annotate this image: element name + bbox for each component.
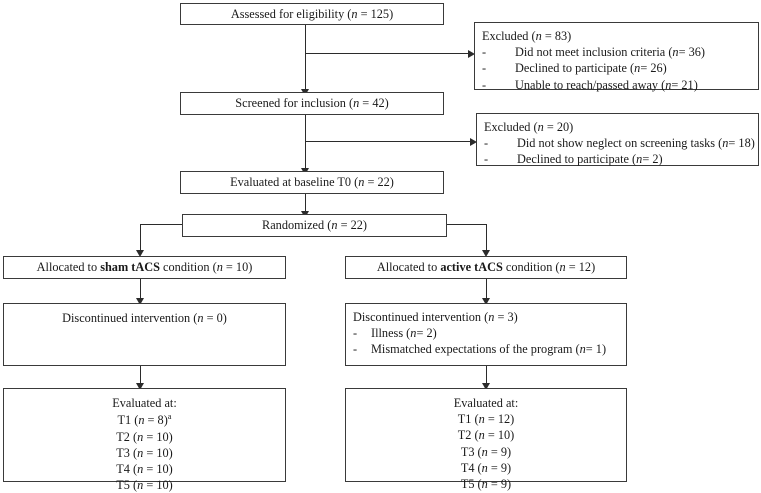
excluded2-heading: Excluded (n = 20) <box>484 120 574 134</box>
excluded1-item: -Unable to reach/passed away (n = 21) <box>482 77 698 92</box>
connector-sham-disc-to-eval <box>140 366 142 387</box>
bullet-dash-icon: - <box>482 77 487 92</box>
excluded1-item: -Declined to participate (n = 26) <box>482 61 667 76</box>
disc-active-item: -Mismatched expectations of the program … <box>353 342 607 357</box>
node-discontinued-active: Discontinued intervention (n = 3) -Illne… <box>345 303 627 366</box>
disc-sham-heading: Discontinued intervention (n = 0) <box>62 311 227 325</box>
eval-sham-row: T3 (n = 10) <box>116 445 173 460</box>
arrowhead-excluded2 <box>470 138 477 146</box>
bullet-dash-icon: - <box>484 152 489 167</box>
footnote-marker: a <box>167 412 172 422</box>
excluded2-item: -Declined to participate (n = 2) <box>484 152 663 167</box>
eval-sham-row: T4 (n = 10) <box>116 461 173 476</box>
disc-active-heading: Discontinued intervention (n = 3) <box>353 310 518 324</box>
node-evaluated-active: Evaluated at: T1 (n = 12) T2 (n = 10) T3… <box>345 388 627 491</box>
excluded1-heading: Excluded (n = 83) <box>482 29 572 43</box>
node-randomized: Randomized (n = 22) <box>182 214 447 237</box>
eval-sham-row: T1 (n = 8)a <box>117 412 172 428</box>
arrowhead-disc-sham <box>136 298 144 305</box>
alloc-active-label: Allocated to active tACS condition (n = … <box>376 260 596 275</box>
arrowhead-eval-active <box>482 383 490 390</box>
arrowhead-excluded1 <box>468 50 475 58</box>
arrowhead-eval-sham <box>136 383 144 390</box>
connector-active-alloc-to-disc <box>486 279 488 301</box>
eval-active-row: T5 (n = 9) <box>460 477 512 492</box>
node-discontinued-sham: Discontinued intervention (n = 0) <box>3 303 286 366</box>
arrowhead-alloc-sham <box>136 250 144 257</box>
excluded1-item: -Did not meet inclusion criteria (n = 36… <box>482 45 705 60</box>
connector-baseline-to-randomized <box>305 194 307 214</box>
excluded2-item: -Did not show neglect on screening tasks… <box>484 136 755 151</box>
alloc-sham-label: Allocated to sham tACS condition (n = 10… <box>36 260 253 275</box>
eval-active-row: T4 (n = 9) <box>460 460 512 475</box>
arrowhead-disc-active <box>482 298 490 305</box>
connector-randomized-split-right <box>447 224 487 226</box>
baseline-label: Evaluated at baseline T0 (n = 22) <box>230 175 394 190</box>
bullet-dash-icon: - <box>353 342 358 357</box>
bullet-dash-icon: - <box>482 61 487 76</box>
eval-active-row: T1 (n = 12) <box>457 412 515 427</box>
connector-assessed-to-screened <box>305 25 307 92</box>
bullet-dash-icon: - <box>353 326 358 341</box>
connector-active-disc-to-eval <box>486 366 488 387</box>
node-allocated-active-tacs: Allocated to active tACS condition (n = … <box>345 256 627 279</box>
node-excluded-stage2: Excluded (n = 20) -Did not show neglect … <box>476 113 759 166</box>
bullet-dash-icon: - <box>482 45 487 60</box>
assessed-label: Assessed for eligibility (n = 125) <box>230 6 394 21</box>
node-evaluated-sham: Evaluated at: T1 (n = 8)a T2 (n = 10) T3… <box>3 388 286 492</box>
node-evaluated-baseline-t0: Evaluated at baseline T0 (n = 22) <box>180 171 444 194</box>
bullet-dash-icon: - <box>484 136 489 151</box>
node-allocated-sham-tacs: Allocated to sham tACS condition (n = 10… <box>3 256 286 279</box>
node-screened-for-inclusion: Screened for inclusion (n = 42) <box>180 92 444 115</box>
screened-label: Screened for inclusion (n = 42) <box>235 96 389 111</box>
eval-active-heading: Evaluated at: <box>453 396 519 410</box>
node-assessed-for-eligibility: Assessed for eligibility (n = 125) <box>180 3 444 25</box>
connector-right-drop <box>486 224 488 252</box>
connector-assessed-to-excluded1 <box>305 53 470 55</box>
connector-randomized-split-left <box>140 224 182 226</box>
eval-sham-row: T2 (n = 10) <box>116 429 173 444</box>
eval-active-row: T2 (n = 10) <box>457 428 515 443</box>
disc-active-item: -Illness (n = 2) <box>353 326 437 341</box>
connector-sham-alloc-to-disc <box>140 279 142 301</box>
randomized-label: Randomized (n = 22) <box>262 218 367 233</box>
eval-active-row: T3 (n = 9) <box>460 444 512 459</box>
arrowhead-alloc-active <box>482 250 490 257</box>
connector-screened-to-baseline <box>305 115 307 171</box>
node-excluded-stage1: Excluded (n = 83) -Did not meet inclusio… <box>474 22 759 92</box>
connector-screened-to-excluded2 <box>305 141 472 143</box>
eval-sham-heading: Evaluated at: <box>112 396 177 410</box>
eval-sham-row: T5 (n = 10) <box>116 478 173 493</box>
connector-left-drop <box>140 224 142 252</box>
